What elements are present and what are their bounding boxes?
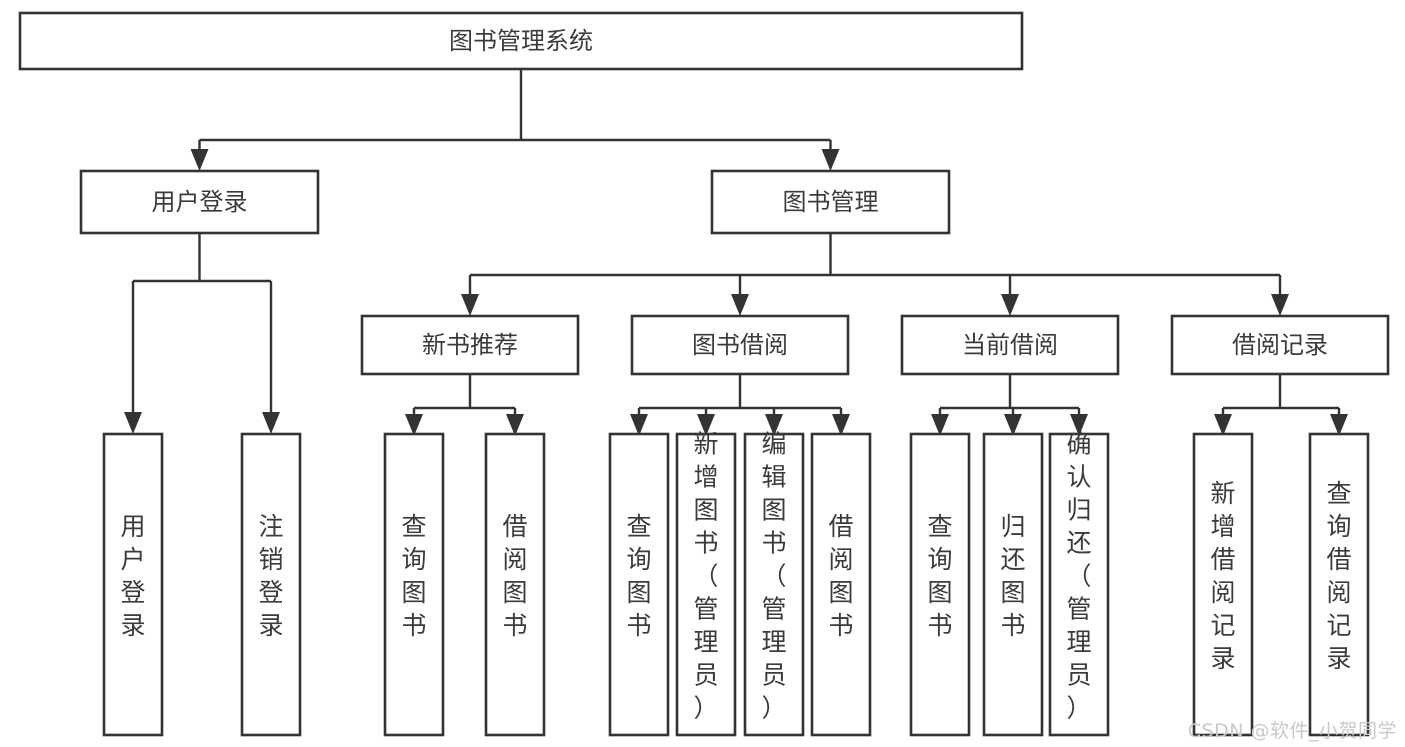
arrow-head-icon xyxy=(765,414,783,436)
node-box-user-logout xyxy=(240,432,302,737)
node-label-nb-query-book: 查询图书 xyxy=(401,512,426,640)
node-cb-confirm-return[interactable]: 确认归还（管理员） xyxy=(1048,430,1110,737)
node-label-book-management: 图书管理 xyxy=(783,188,879,216)
node-cb-query-book[interactable]: 查询图书 xyxy=(909,432,971,737)
node-root-title[interactable]: 图书管理系统 xyxy=(18,11,1024,71)
node-br-query-record[interactable]: 查询借阅记录 xyxy=(1308,432,1370,737)
arrow-head-icon xyxy=(461,294,479,316)
node-label-borrow-records: 借阅记录 xyxy=(1232,331,1328,359)
node-cb-return-book[interactable]: 归还图书 xyxy=(982,432,1044,737)
node-label-cb-return-book: 归还图书 xyxy=(1000,512,1025,640)
node-label-user-login: 用户登录 xyxy=(152,188,248,216)
node-label-bb-edit-book: 编辑图书（管理员） xyxy=(761,430,786,723)
node-box-nb-borrow-book xyxy=(484,432,546,737)
node-label-new-book-recommend: 新书推荐 xyxy=(422,331,518,359)
arrow-head-icon xyxy=(1001,294,1019,316)
arrow-head-icon xyxy=(931,414,949,436)
arrow-head-icon xyxy=(832,414,850,436)
watermark-label: CSDN @软件_小贺同学 xyxy=(1187,720,1397,742)
node-box-current-borrow xyxy=(900,314,1120,376)
arrow-head-icon xyxy=(1271,294,1289,316)
node-box-bb-borrow-book xyxy=(810,432,872,737)
node-user-login-do[interactable]: 用户登录 xyxy=(102,432,164,737)
node-label-root: 图书管理系统 xyxy=(449,27,593,55)
node-box-nb-query-book xyxy=(383,432,445,737)
node-box-cb-confirm-return xyxy=(1048,432,1110,737)
node-box-user-login-do xyxy=(102,432,164,737)
node-box-cb-return-book xyxy=(982,432,1044,737)
arrow-head-icon xyxy=(1004,414,1022,436)
node-box-root xyxy=(18,11,1024,71)
node-new-book-recommend[interactable]: 新书推荐 xyxy=(360,314,580,376)
arrow-head-icon xyxy=(630,414,648,436)
arrow-head-icon xyxy=(124,412,142,434)
node-label-bb-borrow-book: 借阅图书 xyxy=(828,512,853,640)
node-bb-query-book[interactable]: 查询图书 xyxy=(608,432,670,737)
node-box-book-management xyxy=(710,169,951,235)
node-box-br-query-record xyxy=(1308,432,1370,737)
node-box-bb-edit-book xyxy=(743,432,805,737)
node-book-management[interactable]: 图书管理 xyxy=(710,169,951,235)
arrow-head-icon xyxy=(405,414,423,436)
arrow-head-icon xyxy=(1070,414,1088,436)
node-nb-borrow-book[interactable]: 借阅图书 xyxy=(484,432,546,737)
node-label-br-add-record: 新增借阅记录 xyxy=(1210,479,1235,673)
node-label-user-login-do: 用户登录 xyxy=(120,512,145,640)
node-box-new-book-recommend xyxy=(360,314,580,376)
node-bb-edit-book[interactable]: 编辑图书（管理员） xyxy=(743,430,805,737)
arrow-head-icon xyxy=(506,414,524,436)
node-box-br-add-record xyxy=(1192,432,1254,737)
node-box-bb-add-book xyxy=(675,432,737,737)
node-user-logout[interactable]: 注销登录 xyxy=(240,432,302,737)
arrow-head-icon xyxy=(262,412,280,434)
node-label-br-query-record: 查询借阅记录 xyxy=(1326,479,1351,673)
node-box-cb-query-book xyxy=(909,432,971,737)
node-book-borrow[interactable]: 图书借阅 xyxy=(630,314,850,376)
node-borrow-records[interactable]: 借阅记录 xyxy=(1170,314,1390,376)
node-box-bb-query-book xyxy=(608,432,670,737)
node-label-nb-borrow-book: 借阅图书 xyxy=(502,512,527,640)
node-box-book-borrow xyxy=(630,314,850,376)
node-label-cb-query-book: 查询图书 xyxy=(927,512,952,640)
node-label-bb-query-book: 查询图书 xyxy=(626,512,651,640)
node-label-book-borrow: 图书借阅 xyxy=(692,331,788,359)
arrow-head-icon xyxy=(1330,414,1348,436)
node-label-cb-confirm-return: 确认归还（管理员） xyxy=(1066,430,1091,723)
node-label-user-logout: 注销登录 xyxy=(258,512,283,640)
arrow-head-icon xyxy=(190,149,209,171)
node-nb-query-book[interactable]: 查询图书 xyxy=(383,432,445,737)
arrow-head-icon xyxy=(821,149,840,171)
node-br-add-record[interactable]: 新增借阅记录 xyxy=(1192,432,1254,737)
node-current-borrow[interactable]: 当前借阅 xyxy=(900,314,1120,376)
node-label-current-borrow: 当前借阅 xyxy=(962,331,1058,359)
node-bb-add-book[interactable]: 新增图书（管理员） xyxy=(675,430,737,737)
arrow-head-icon xyxy=(1214,414,1232,436)
node-bb-borrow-book[interactable]: 借阅图书 xyxy=(810,432,872,737)
node-user-login[interactable]: 用户登录 xyxy=(79,169,320,235)
arrow-head-icon xyxy=(697,414,715,436)
node-label-bb-add-book: 新增图书（管理员） xyxy=(693,430,718,723)
arrow-head-icon xyxy=(731,294,749,316)
